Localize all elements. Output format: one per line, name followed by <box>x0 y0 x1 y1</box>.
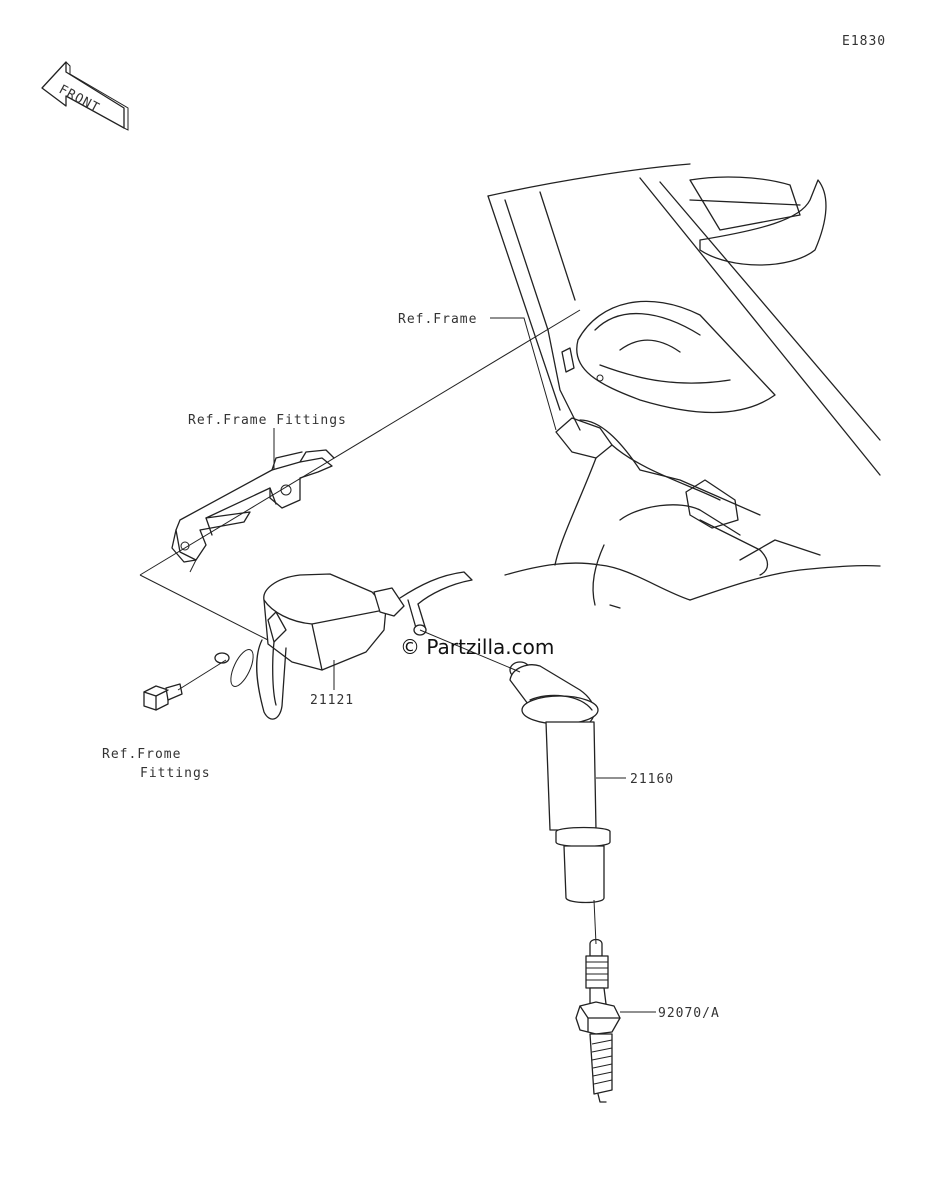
diagram-code: E1830 <box>842 34 886 49</box>
label-fittings: Fittings <box>140 766 211 781</box>
spark-plug-cap-drawing <box>509 661 611 904</box>
spark-plug-drawing <box>575 938 621 1103</box>
partzilla-watermark: © Partzilla.com <box>400 635 554 659</box>
label-part-21121: 21121 <box>310 693 354 708</box>
label-ref-frame: Ref.Frame <box>398 312 477 327</box>
label-part-92070: 92070/A <box>658 1006 720 1021</box>
front-arrow-icon: FRONT <box>41 61 129 131</box>
label-part-21160: 21160 <box>630 772 674 787</box>
ignition-coil-drawing <box>214 571 473 720</box>
label-ref-frame-fittings-top: Ref.Frame Fittings <box>188 413 347 428</box>
frame-drawing <box>487 163 881 609</box>
leader-lines <box>139 309 656 1013</box>
bolt-drawing <box>143 683 183 711</box>
label-ref-frome: Ref.Frome <box>102 747 181 762</box>
mounting-bracket-drawing <box>171 449 335 563</box>
